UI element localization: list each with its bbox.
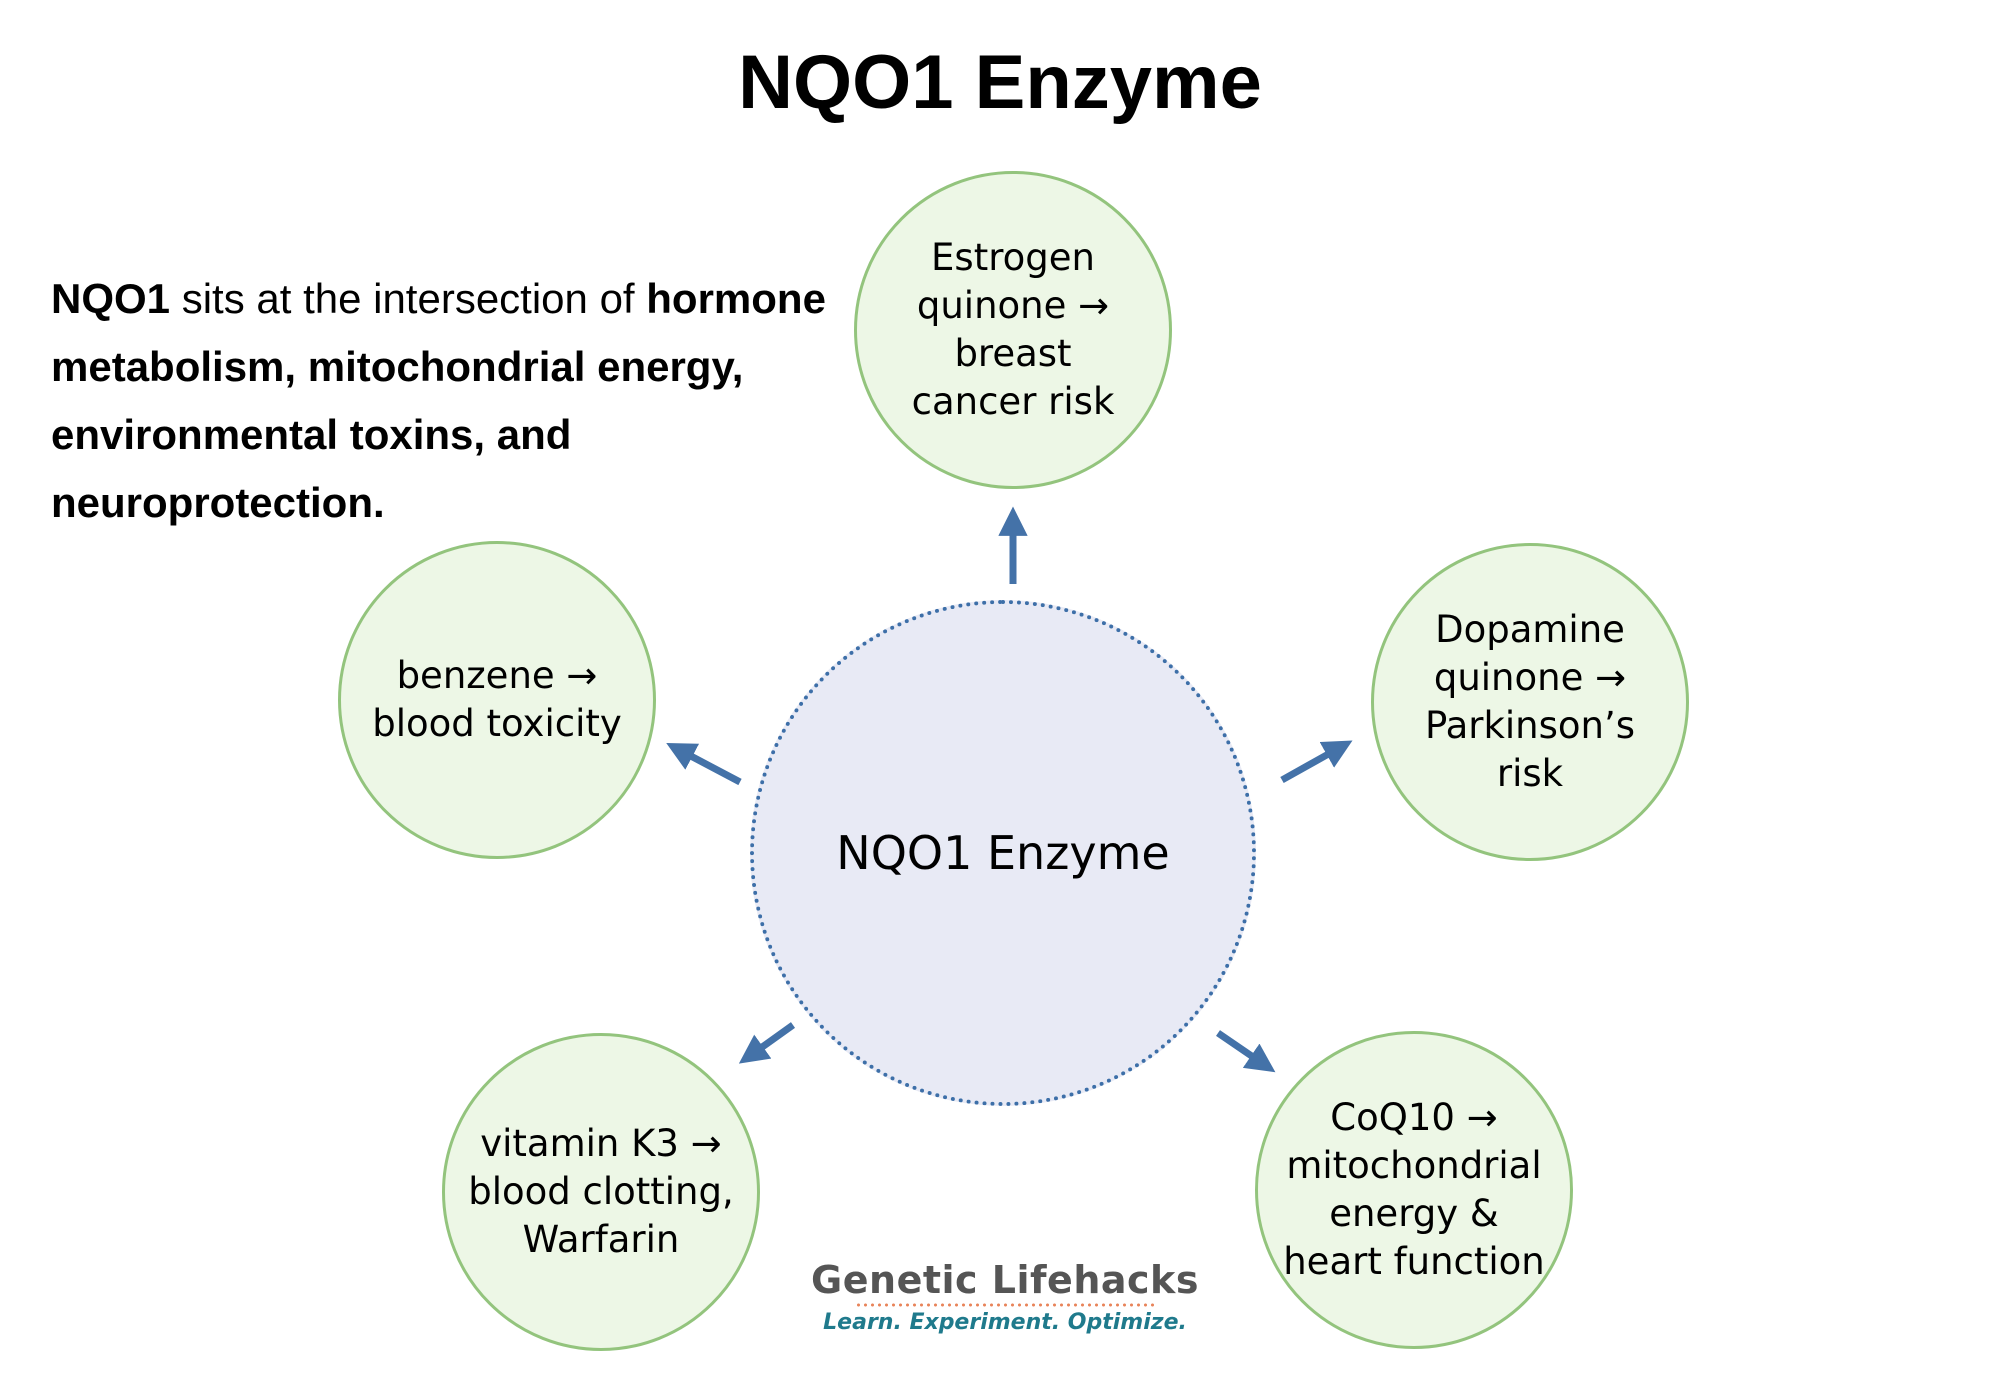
node-line: mitochondrial [1286, 1144, 1542, 1187]
node-line: cancer risk [911, 380, 1115, 423]
center-node-label: NQO1 Enzyme [836, 826, 1170, 880]
node-line: blood clotting, [468, 1170, 734, 1213]
node-line: energy & [1329, 1192, 1499, 1235]
node-line: Parkinson’s [1424, 704, 1636, 747]
node-line: Warfarin [522, 1218, 680, 1261]
brand-logo: Genetic Lifehacks Learn. Experiment. Opt… [810, 1258, 1200, 1336]
node-line: heart function [1283, 1240, 1545, 1283]
intro-lead-rest: sits at the intersection of [170, 275, 647, 322]
intro-bold-rest: hormone metabolism, mitochondrial energy… [51, 275, 826, 526]
node-line: Estrogen [931, 236, 1095, 279]
node-line: risk [1496, 752, 1564, 795]
intro-lead-bold: NQO1 [51, 275, 171, 322]
node-dopamine: Dopamine quinone → Parkinson’s risk [1371, 543, 1689, 861]
node-estrogen: Estrogen quinone → breast cancer risk [854, 171, 1172, 489]
node-line: vitamin K3 → [480, 1122, 722, 1165]
node-vitamin-k3: vitamin K3 → blood clotting, Warfarin [442, 1033, 760, 1351]
brand-tagline: Learn. Experiment. Optimize. [823, 1310, 1187, 1335]
brand-dots-divider [855, 1303, 1155, 1307]
node-benzene: benzene → blood toxicity [338, 541, 656, 859]
arrow-to-dopamine [1280, 740, 1353, 784]
node-coq10-text: CoQ10 → mitochondrial energy & heart fun… [1269, 1094, 1559, 1286]
arrow-to-benzene [666, 743, 742, 786]
node-line: CoQ10 → [1330, 1096, 1498, 1139]
center-node: NQO1 Enzyme [750, 600, 1256, 1106]
node-line: quinone → [1433, 656, 1627, 699]
arrow-to-coq10 [1216, 1030, 1276, 1073]
node-estrogen-text: Estrogen quinone → breast cancer risk [898, 234, 1129, 426]
page-title: NQO1 Enzyme [738, 40, 1262, 125]
node-dopamine-text: Dopamine quinone → Parkinson’s risk [1411, 606, 1649, 798]
node-benzene-text: benzene → blood toxicity [358, 652, 636, 748]
node-line: breast [954, 332, 1072, 375]
node-coq10: CoQ10 → mitochondrial energy & heart fun… [1255, 1031, 1573, 1349]
node-line: benzene → [396, 654, 598, 697]
node-line: quinone → [916, 284, 1110, 327]
brand-name: Genetic Lifehacks [811, 1258, 1199, 1302]
node-line: Dopamine [1435, 608, 1625, 651]
node-line: blood toxicity [372, 702, 622, 745]
intro-text: NQO1 sits at the intersection of hormone… [51, 265, 851, 537]
arrow-to-vitamin-k3 [738, 1022, 796, 1064]
node-vitamin-k3-text: vitamin K3 → blood clotting, Warfarin [454, 1120, 748, 1264]
